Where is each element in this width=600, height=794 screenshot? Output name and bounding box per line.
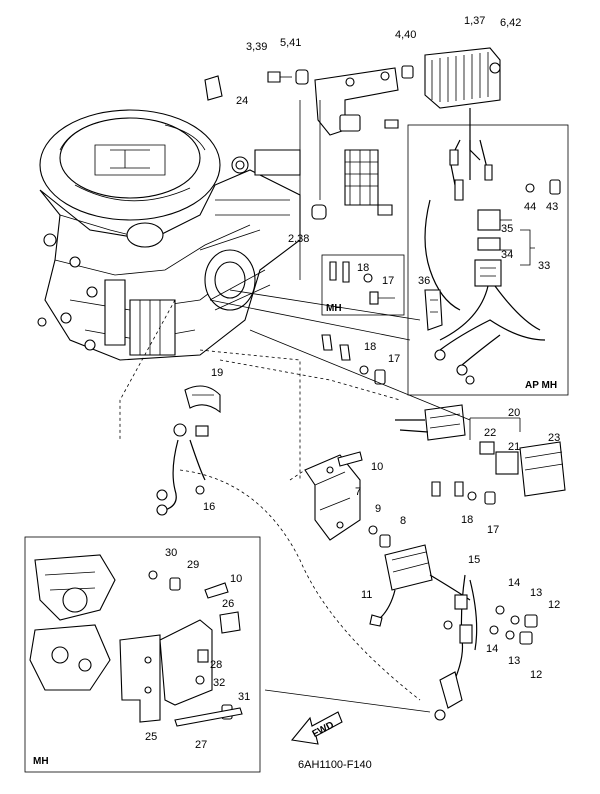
callout-15: 15 [468,554,480,566]
callout-24: 24 [236,95,248,107]
callout-18-small: 18 [357,262,369,274]
callout-31: 31 [238,691,250,703]
callout-7: 7 [355,486,361,498]
diagram-code: 6AH1100-F140 [298,759,372,771]
inset-label-mh-bottom: MH [33,756,49,767]
callout-10-main: 10 [371,461,383,473]
callout-11: 11 [361,589,372,601]
callout-22: 22 [484,427,496,439]
callout-17-small: 17 [382,275,394,287]
callout-12-upper: 12 [548,599,560,611]
callout-4-40: 4,40 [395,29,416,41]
callout-16: 16 [203,501,215,513]
callout-44: 44 [524,201,536,213]
callout-26: 26 [222,598,234,610]
callout-18-lower: 18 [461,514,473,526]
fwd-arrow [290,711,343,745]
callout-2-38: 2,38 [288,233,309,245]
callout-35: 35 [501,223,513,235]
callout-9: 9 [375,503,381,515]
inset-ap-mh [407,124,569,396]
callout-14-lower: 14 [486,643,498,655]
callout-8: 8 [400,515,406,527]
callout-25: 25 [145,731,157,743]
callout-43: 43 [546,201,558,213]
callout-1-37: 1,37 [464,15,485,27]
inset-label-ap-mh: AP MH [525,380,557,391]
callout-18-mid: 18 [364,341,376,353]
fwd-label: FWD [311,720,336,740]
inset-label-mh-small: MH [326,303,342,314]
callout-14-upper: 14 [508,577,520,589]
callout-32: 32 [213,677,225,689]
callout-28: 28 [210,659,222,671]
callout-5-41: 5,41 [280,37,301,49]
callout-27: 27 [195,739,207,751]
inset-mh-small [321,254,405,316]
callout-12-lower: 12 [530,669,542,681]
callout-17-mid: 17 [388,353,400,365]
callout-36: 36 [418,275,430,287]
callout-10-inset: 10 [230,573,242,585]
lead-wires-left [156,385,221,516]
engine-block [37,109,301,361]
bracket-and-coil [304,451,538,721]
callout-21: 21 [508,441,520,453]
top-bracket-assembly [204,47,501,280]
callout-19: 19 [211,367,223,379]
callout-13-lower: 13 [508,655,520,667]
callout-30: 30 [165,547,177,559]
callout-20: 20 [508,407,520,419]
callout-3-39: 3,39 [246,41,267,53]
callout-23: 23 [548,432,560,444]
callout-6-42: 6,42 [500,17,521,29]
callout-34: 34 [501,249,513,261]
callout-labels: 3,39 5,41 4,40 1,37 6,42 24 2,38 44 43 3… [33,15,560,771]
inset-mh-bottom [24,536,261,773]
callout-29: 29 [187,559,199,571]
callout-17-lower: 17 [487,524,499,536]
leader-lines [119,289,471,713]
callout-33: 33 [538,260,550,272]
callout-13-upper: 13 [530,587,542,599]
